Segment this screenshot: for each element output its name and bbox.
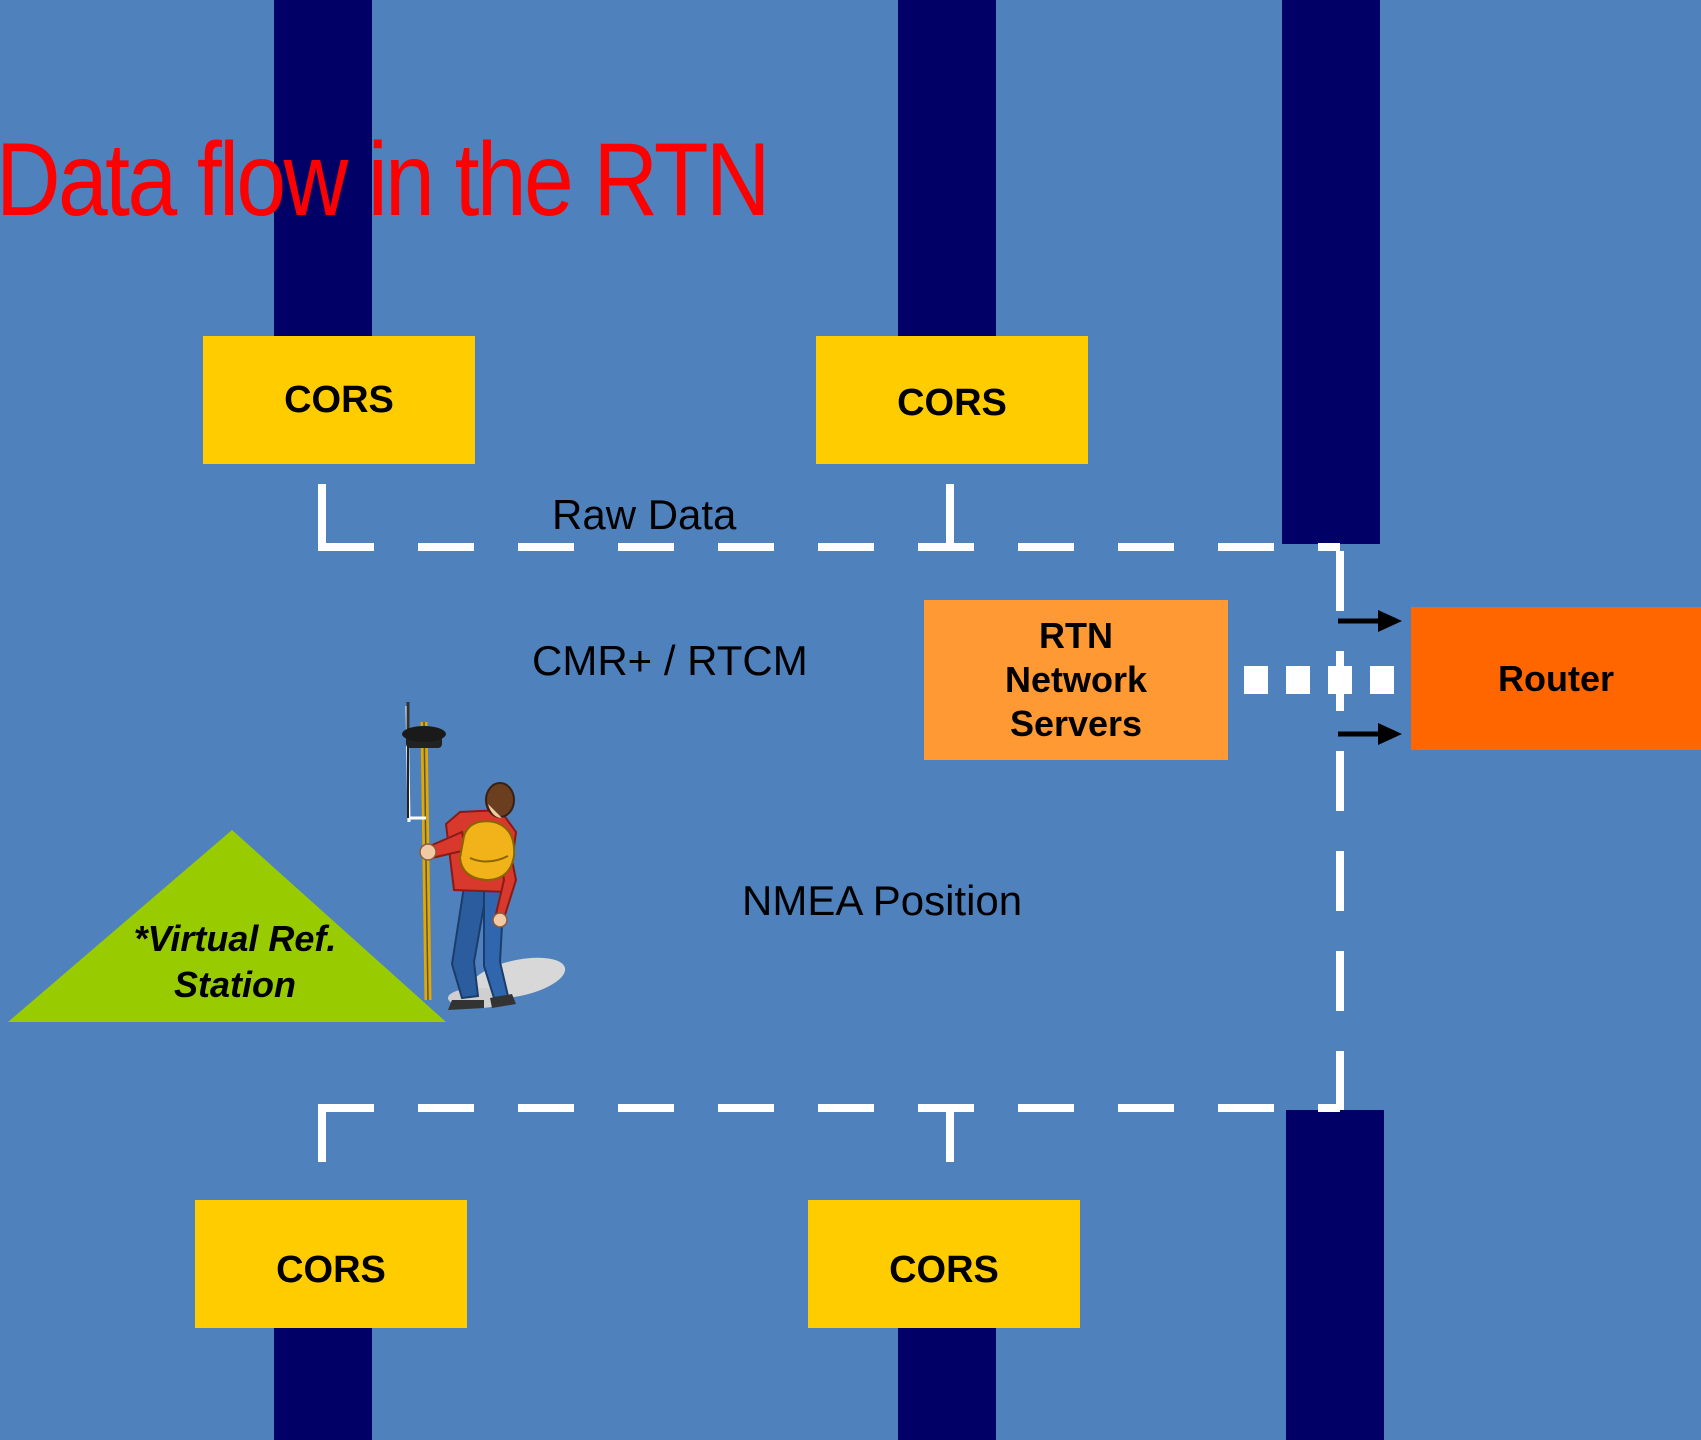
pole-bottom-left	[274, 1326, 372, 1440]
arrow-to-router-lower	[1338, 723, 1402, 745]
virtual-ref-station-triangle	[8, 830, 446, 1022]
cors-station-bottom-right: CORS	[808, 1200, 1080, 1328]
raw-data-label: Raw Data	[552, 491, 737, 538]
rtn-network-servers: RTN Network Servers	[924, 600, 1228, 760]
raw-data-loop-bottom	[318, 1104, 1340, 1162]
pole-bottom-far-right	[1286, 1110, 1384, 1440]
slide-title: Data flow in the RTN	[0, 122, 771, 238]
router: Router	[1411, 607, 1701, 750]
raw-data-loop-top	[318, 484, 1344, 1110]
pole-top-right	[898, 0, 996, 336]
virtual-ref-station-label: *Virtual Ref. Station	[133, 918, 337, 1005]
cors-station-bottom-left: CORS	[195, 1200, 467, 1328]
cors-station-top-right: CORS	[816, 336, 1088, 464]
pole-top-left	[274, 0, 372, 336]
surveyor-with-gps-pole-icon	[402, 702, 566, 1010]
pole-bottom-right	[898, 1326, 996, 1440]
arrow-to-router-upper	[1338, 610, 1402, 632]
pole-top-far-right	[1282, 0, 1380, 544]
nmea-position-label: NMEA Position	[742, 877, 1023, 924]
cmr-rtcm-label: CMR+ / RTCM	[532, 637, 808, 684]
cors-station-top-left: CORS	[203, 336, 475, 464]
